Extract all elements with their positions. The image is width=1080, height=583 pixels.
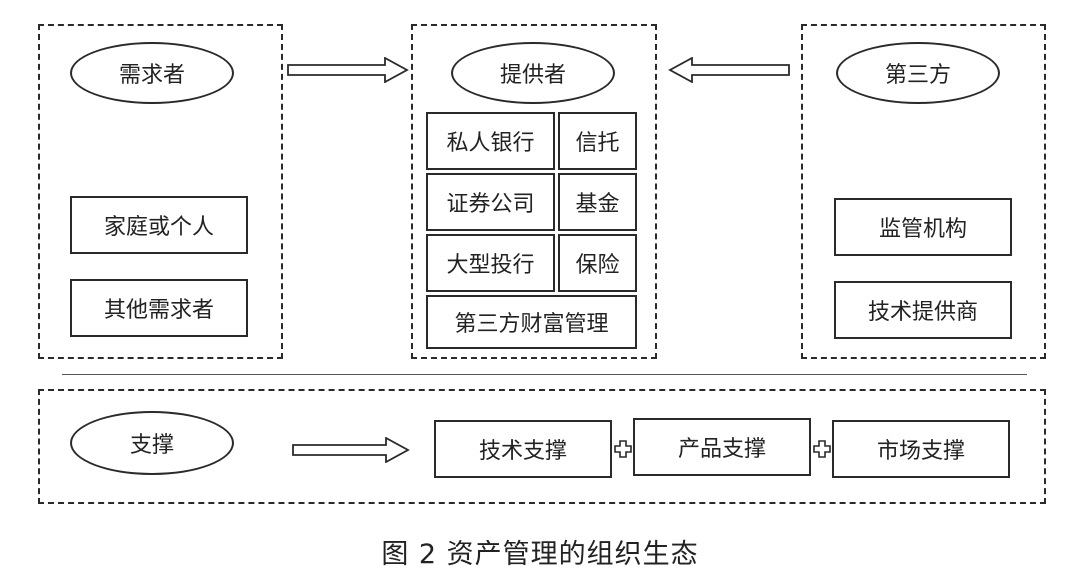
provider-private-bank-label: 私人银行 — [446, 131, 535, 156]
figure-caption: 图 2 资产管理的组织生态 — [381, 539, 699, 570]
arrow-right-icon — [292, 437, 410, 463]
provider-third-party-wealth-label: 第三方财富管理 — [454, 312, 609, 337]
support-tech-label: 技术支撑 — [478, 439, 567, 464]
provider-insurance: 保险 — [558, 234, 637, 292]
arrow-right-icon — [287, 57, 409, 83]
support-market: 市场支撑 — [832, 420, 1010, 478]
plus-icon — [813, 440, 831, 458]
provider-investment-bank-label: 大型投行 — [446, 253, 535, 278]
provider-fund-label: 基金 — [575, 192, 620, 217]
support-title: 支撑 — [70, 411, 234, 475]
demand-title-text: 需求者 — [118, 63, 185, 88]
provider-trust-label: 信托 — [575, 131, 620, 156]
provider-securities: 证券公司 — [426, 173, 555, 231]
support-market-label: 市场支撑 — [876, 439, 965, 464]
support-tech: 技术支撑 — [434, 420, 612, 478]
demand-item-family: 家庭或个人 — [70, 196, 248, 254]
plus-icon — [614, 440, 632, 458]
demand-group — [38, 24, 283, 359]
provider-trust: 信托 — [558, 112, 637, 170]
provider-group — [411, 24, 657, 359]
support-title-text: 支撑 — [129, 433, 174, 458]
divider-line — [62, 374, 1027, 375]
demand-item-other: 其他需求者 — [70, 279, 248, 337]
third-party-regulator-label: 监管机构 — [878, 217, 967, 242]
demand-item-family-label: 家庭或个人 — [103, 215, 214, 240]
support-product-label: 产品支撑 — [677, 437, 766, 462]
provider-private-bank: 私人银行 — [426, 112, 555, 170]
third-party-title-text: 第三方 — [884, 63, 951, 88]
third-party-title: 第三方 — [836, 42, 1000, 104]
support-product: 产品支撑 — [633, 418, 811, 476]
demand-title: 需求者 — [70, 42, 234, 104]
third-party-group — [801, 24, 1046, 359]
third-party-tech-provider: 技术提供商 — [834, 281, 1012, 339]
provider-securities-label: 证券公司 — [446, 192, 535, 217]
demand-item-other-label: 其他需求者 — [103, 298, 214, 323]
third-party-regulator: 监管机构 — [834, 198, 1012, 256]
provider-title-text: 提供者 — [499, 63, 566, 88]
support-group — [38, 389, 1046, 504]
provider-title: 提供者 — [451, 42, 615, 104]
arrow-left-icon — [668, 57, 790, 83]
provider-fund: 基金 — [558, 173, 637, 231]
provider-third-party-wealth: 第三方财富管理 — [426, 295, 637, 349]
provider-insurance-label: 保险 — [575, 253, 620, 278]
provider-investment-bank: 大型投行 — [426, 234, 555, 292]
third-party-tech-provider-label: 技术提供商 — [867, 300, 978, 325]
